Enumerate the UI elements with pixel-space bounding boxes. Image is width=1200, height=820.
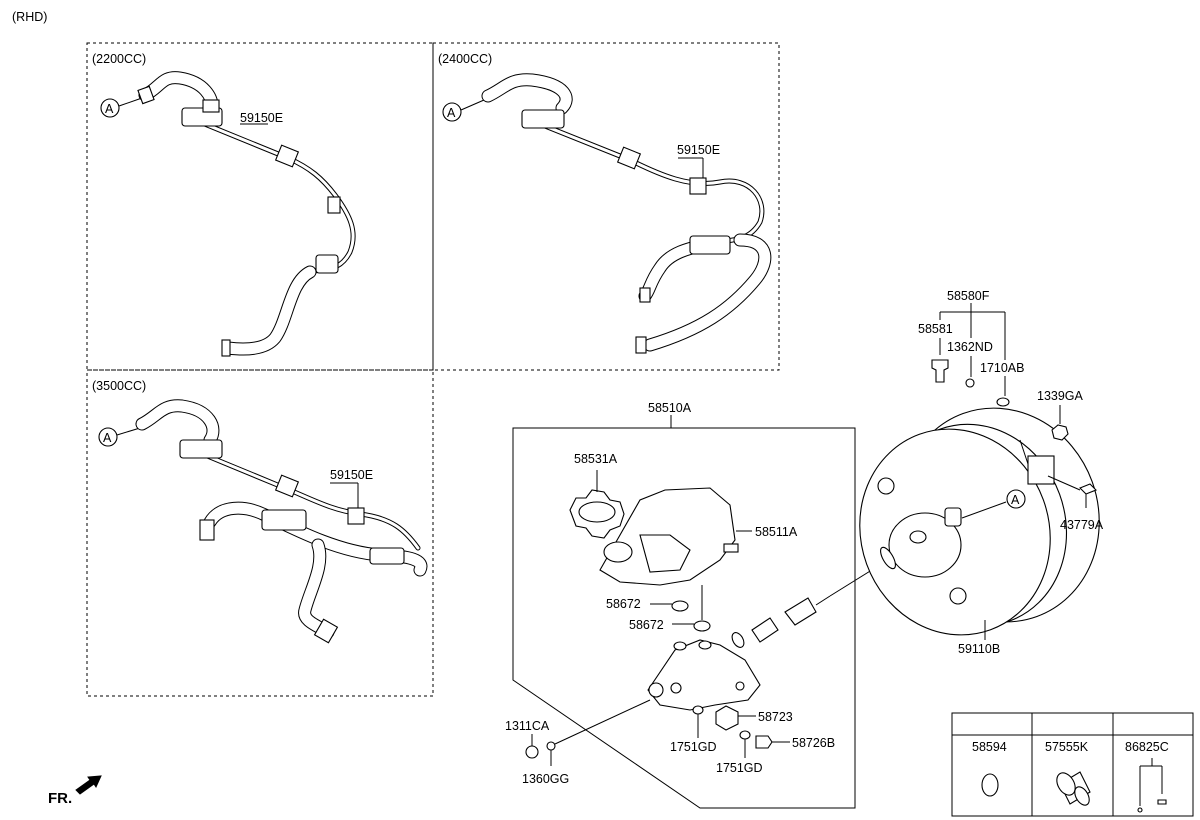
table-col-57555k: 57555K (1045, 740, 1089, 754)
ref-a-marker (1006, 489, 1026, 509)
clip-1362nd (965, 378, 975, 388)
nut-1311ca (525, 745, 539, 759)
front-arrow-icon (75, 775, 102, 795)
oring-seal (731, 632, 745, 648)
front-direction-indicator: FR. (48, 775, 102, 807)
variant-label: (RHD) (12, 10, 47, 24)
pin-58581 (931, 359, 949, 383)
part-label-58726b: 58726B (792, 736, 835, 750)
brake-booster-group: A 59110B 58580F 58581 1362ND 1710AB 1339… (859, 289, 1104, 656)
panel-3500cc: (3500CC) A 59150E (92, 379, 428, 644)
part-label-1339ga: 1339GA (1037, 389, 1084, 403)
oring-1751gd-1 (692, 705, 704, 715)
part-label-58672-b: 58672 (629, 618, 664, 632)
part-label-1751gd-a: 1751GD (670, 740, 717, 754)
part-label-58672-a: 58672 (606, 597, 641, 611)
part-label-1710ab: 1710AB (980, 361, 1024, 375)
part-label-58723: 58723 (758, 710, 793, 724)
table-col-58594: 58594 (972, 740, 1007, 754)
part-label-2400-59150e: 59150E (677, 143, 720, 157)
small-parts-table: 58594 57555K 86825C (951, 712, 1194, 817)
nut-1339ga (1051, 424, 1069, 441)
ref-a-label: A (103, 431, 112, 445)
engine-variant-frames (86, 42, 780, 697)
fitting-58723 (715, 705, 739, 731)
part-label-43779a: 43779A (1060, 518, 1104, 532)
ref-a-label: A (1011, 493, 1020, 507)
part-label-1360gg: 1360GG (522, 772, 569, 786)
part-label-58511a: 58511A (755, 525, 798, 539)
reservoir-cap (569, 489, 625, 539)
oring-58594 (981, 773, 999, 797)
plug-58726b (755, 735, 773, 749)
table-col-86825c: 86825C (1125, 740, 1169, 754)
ref-a-label: A (105, 102, 114, 116)
panel-title-2200cc: (2200CC) (92, 52, 146, 66)
part-label-1362nd: 1362ND (947, 340, 993, 354)
ref-a-label: A (447, 106, 456, 120)
panel-title-3500cc: (3500CC) (92, 379, 146, 393)
washer-1360gg (546, 741, 556, 751)
part-label-58580f: 58580F (947, 289, 990, 303)
part-label-1311ca: 1311CA (505, 719, 550, 733)
panel-2200cc: (2200CC) A 59150E (92, 52, 356, 357)
bushing-57555k (1056, 771, 1091, 806)
piston-1 (751, 617, 779, 643)
part-label-2200-59150e: 59150E (240, 111, 283, 125)
part-label-1751gd-b: 1751GD (716, 761, 763, 775)
clip-86825c (1137, 758, 1167, 813)
piston-2 (784, 597, 817, 626)
grommet-1 (671, 600, 689, 612)
part-label-58531a: 58531A (574, 452, 618, 466)
direction-label: FR. (48, 790, 72, 807)
brake-booster (859, 407, 1100, 636)
reservoir (599, 487, 739, 586)
clip-43779a (1079, 483, 1097, 495)
oring-1751gd-2 (739, 730, 751, 740)
ref-a-marker (100, 98, 120, 118)
part-label-58581: 58581 (918, 322, 953, 336)
grommet-2 (693, 620, 711, 632)
ref-a-marker (442, 102, 462, 122)
master-cylinder-body (647, 639, 761, 711)
part-label-58510a: 58510A (648, 401, 692, 415)
part-label-3500-59150e: 59150E (330, 468, 373, 482)
master-cylinder-group: 58510A 58531A 58511A 58672 58672 (505, 401, 921, 809)
ref-a-marker (98, 427, 118, 447)
panel-title-2400cc: (2400CC) (438, 52, 492, 66)
part-label-59110b: 59110B (958, 642, 1000, 656)
panel-2400cc: (2400CC) A 59150E (438, 52, 772, 354)
clip-1710ab (996, 397, 1010, 407)
